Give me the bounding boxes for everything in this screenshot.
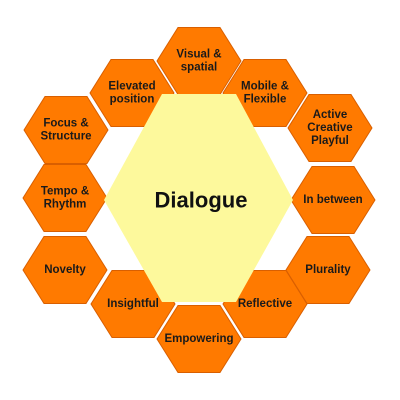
- hexagon-in-between: In between: [290, 166, 376, 234]
- hexagon-label: Visual &: [176, 49, 221, 61]
- hexagon-label: Tempo &: [41, 186, 89, 198]
- hexagon-label: spatial: [181, 62, 217, 74]
- hexagon-novelty: Novelty: [22, 236, 108, 304]
- hexagon-label: Structure: [40, 131, 91, 143]
- hexagon-label: position: [110, 94, 155, 106]
- hexagon-label: Mobile &: [241, 81, 289, 93]
- hexagon-tempo-rhythm: Tempo &Rhythm: [22, 164, 108, 232]
- hexagon-label: Novelty: [44, 264, 86, 276]
- hexagon-visual-spatial: Visual &spatial: [156, 27, 242, 95]
- hexagon-shape: [287, 94, 373, 162]
- hexagon-label: Focus &: [43, 118, 88, 130]
- hexagon-shape: [22, 164, 108, 232]
- hexagon-shape: [22, 236, 108, 304]
- hexagon-label: Reflective: [238, 298, 292, 310]
- hexagon-shape: [23, 96, 109, 164]
- hexagon-label: Active: [313, 109, 348, 121]
- hexagon-label: Insightful: [107, 298, 159, 310]
- hexagon-label: Empowering: [164, 333, 233, 345]
- center-label: Dialogue: [155, 188, 248, 213]
- hexagon-label: Elevated: [108, 81, 155, 93]
- hexagon-label: Plurality: [305, 264, 351, 276]
- hexagon-label: In between: [303, 194, 362, 206]
- center-hexagon: [104, 94, 293, 302]
- hexagon-label: Creative: [307, 122, 352, 134]
- hexagon-focus-structure: Focus &Structure: [23, 96, 109, 164]
- hexagon-empowering: Empowering: [156, 305, 242, 373]
- hexagon-label: Rhythm: [44, 199, 87, 211]
- hexagon-shape: [156, 305, 242, 373]
- hexagon-label: Flexible: [244, 94, 287, 106]
- hexagon-label: Playful: [311, 135, 349, 147]
